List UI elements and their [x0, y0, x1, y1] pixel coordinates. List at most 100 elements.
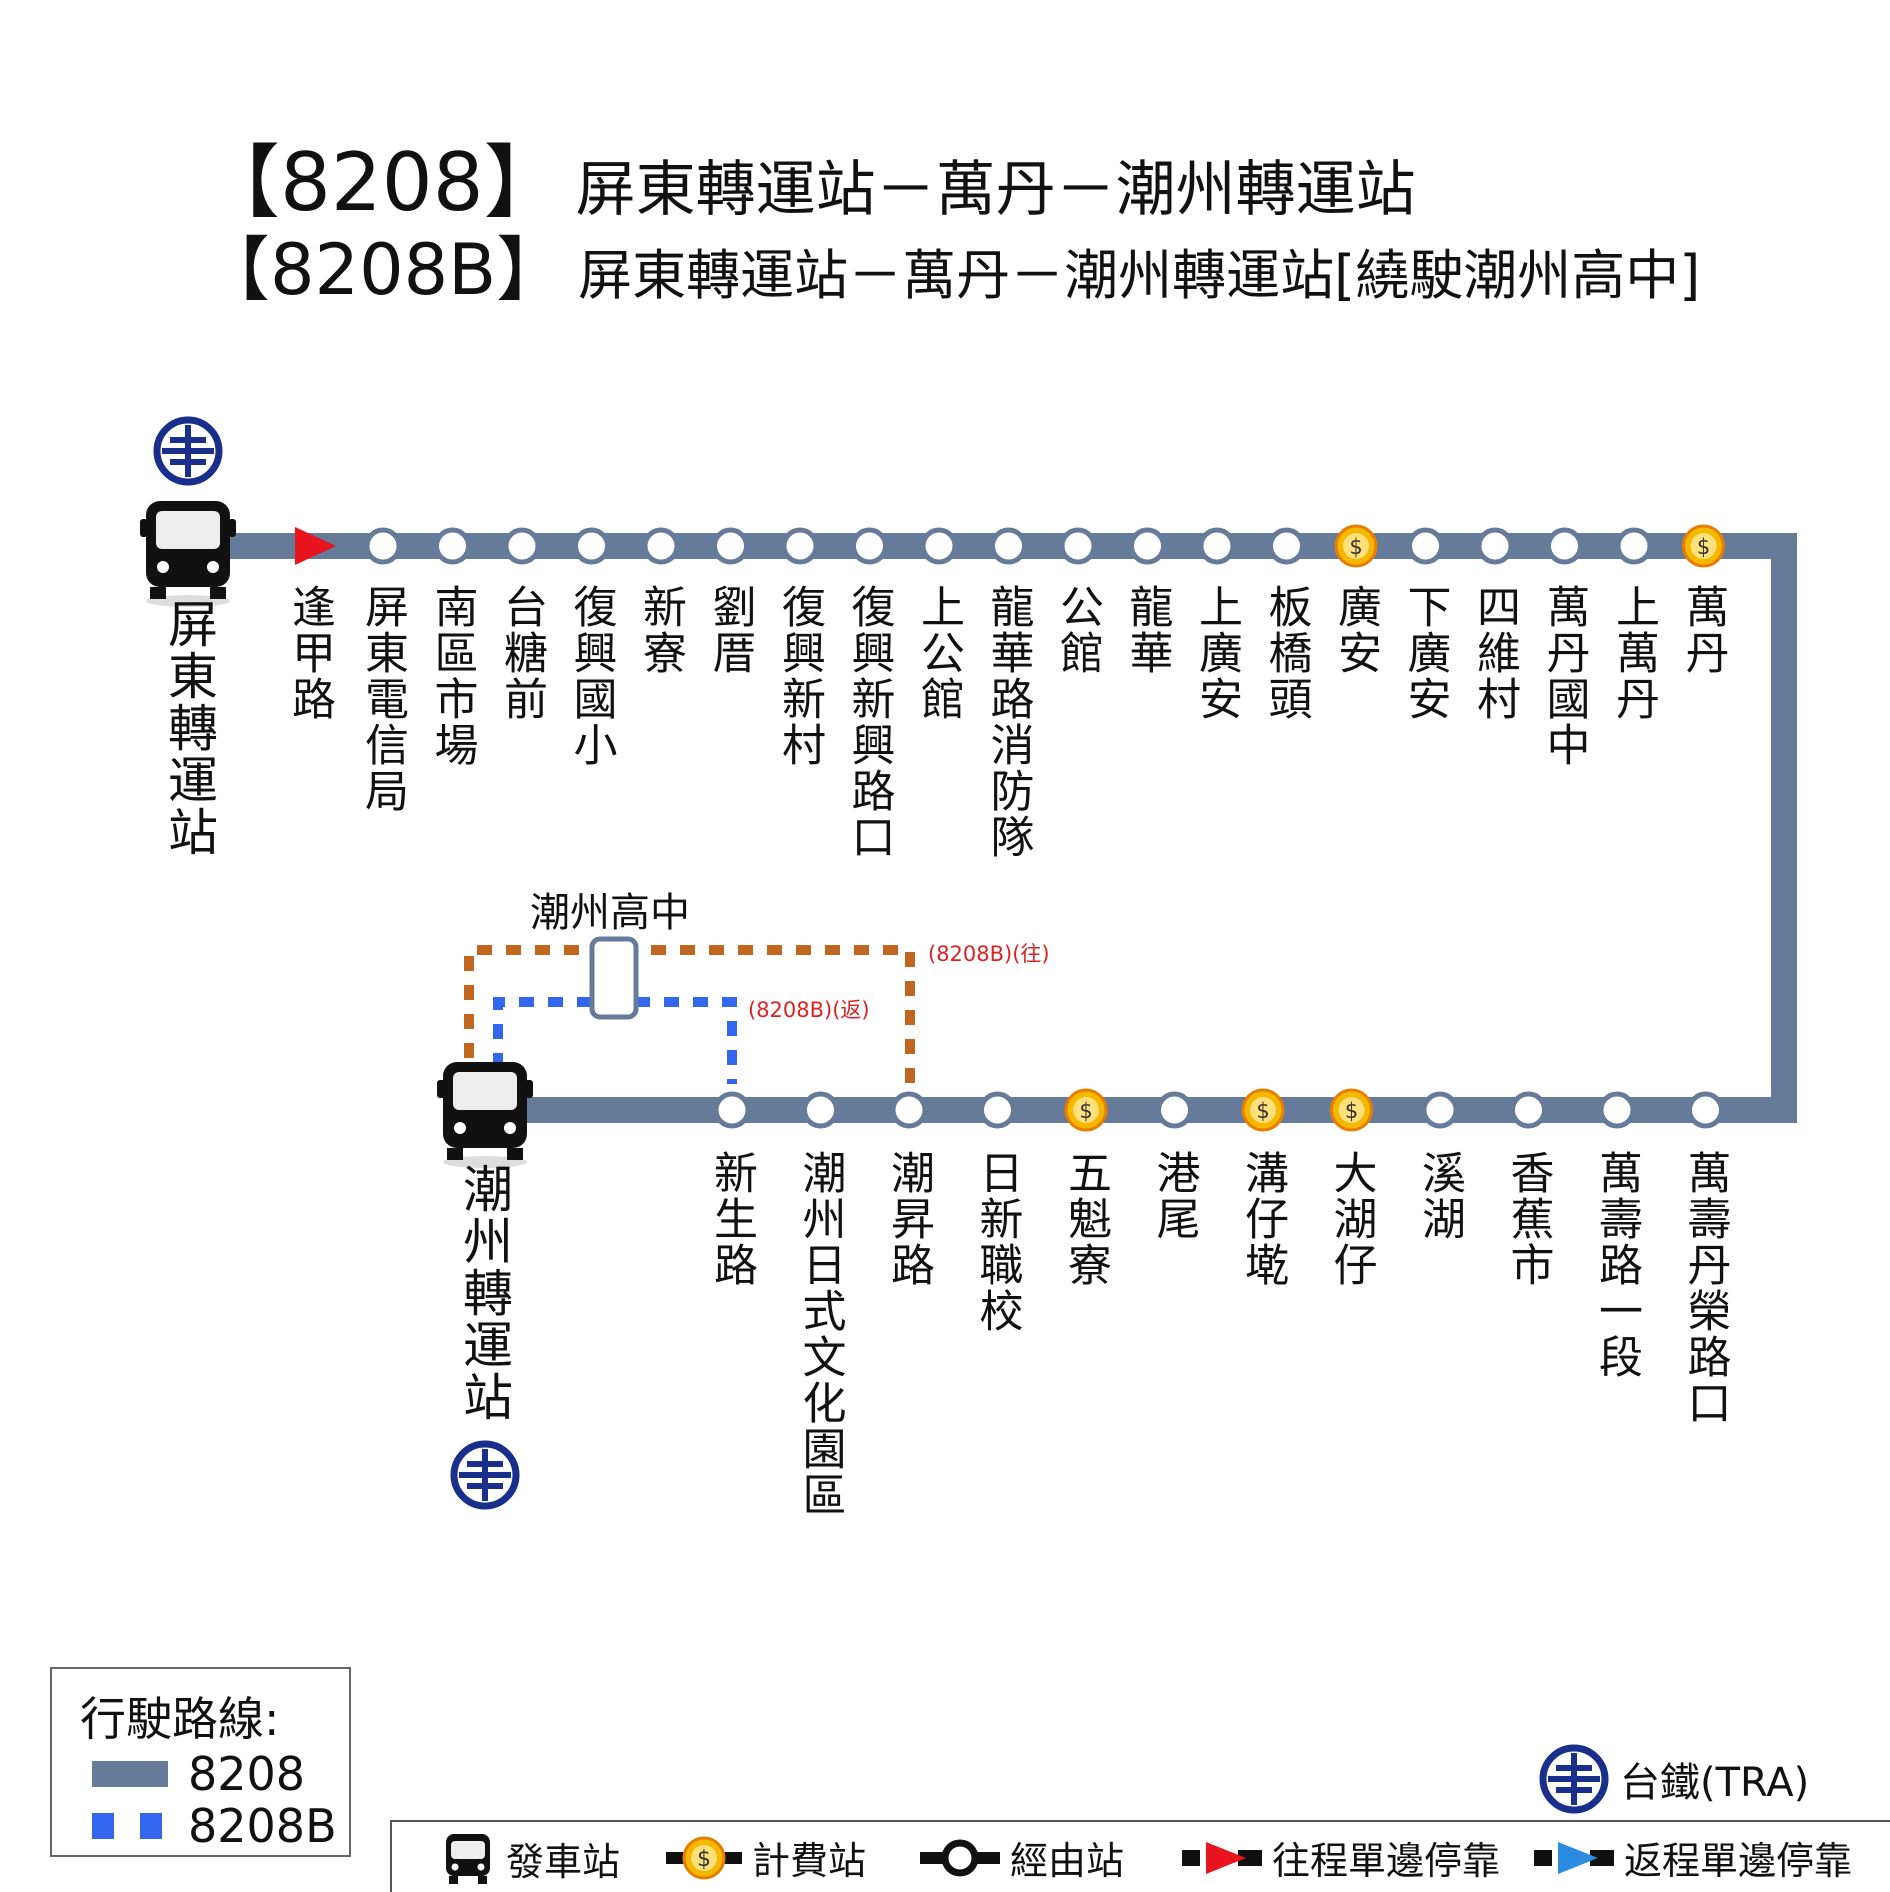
- stop-marker: [713, 1091, 751, 1129]
- stop-label: 港尾: [1148, 1150, 1200, 1242]
- stop-label: 台糖前: [496, 584, 547, 722]
- key-via-label: 經由站: [1010, 1839, 1125, 1883]
- return-arrow-icon: [1534, 1841, 1614, 1874]
- stop-label: 溪湖: [1414, 1150, 1465, 1242]
- branch-return-note: (8208B)(返): [748, 998, 870, 1022]
- stop-label: 龍華: [1121, 584, 1173, 676]
- fare-stop-marker: $: [1241, 1088, 1285, 1132]
- tra-logo-icon: [1539, 1744, 1609, 1814]
- key-via: 經由站: [920, 1830, 1124, 1885]
- legend-label-8208b: 8208B: [188, 1799, 337, 1853]
- tra-logo-icon: [153, 416, 223, 486]
- svg-text:$: $: [1349, 535, 1362, 559]
- legend-label-8208: 8208: [188, 1747, 306, 1801]
- stop-marker: [1510, 1091, 1547, 1129]
- stop-label: 逢甲路: [284, 584, 335, 722]
- legend-row-8208: 8208: [92, 1747, 305, 1801]
- stop-label: 板橋頭: [1260, 584, 1312, 722]
- stop-marker: [1687, 1091, 1724, 1129]
- terminal-icons: [140, 416, 533, 1510]
- stop-marker: [434, 527, 471, 565]
- tra-label: 台鐵(TRA): [1620, 1760, 1810, 1806]
- bus-icon: [140, 501, 236, 607]
- stop-label: 下廣安: [1399, 584, 1451, 722]
- key-depot-label: 發車站: [506, 1839, 621, 1884]
- stop-label: 日新職校: [971, 1150, 1023, 1334]
- bus-icon: [446, 1834, 490, 1884]
- stop-marker: [890, 1091, 928, 1129]
- stop-label: 大湖仔: [1325, 1150, 1377, 1288]
- stop-marker: [979, 1091, 1016, 1129]
- stop-label: 復興新村: [774, 584, 825, 768]
- stop-label: 廣安: [1330, 584, 1381, 676]
- stop-label: 萬丹國中: [1538, 584, 1590, 768]
- stop-marker: [712, 527, 749, 565]
- stop-label: 上廣安: [1191, 584, 1242, 722]
- key-return: 返程單邊停靠: [1534, 1830, 1852, 1885]
- key-outbound: 往程單邊停靠: [1182, 1830, 1500, 1885]
- branch-outbound-line: [464, 945, 915, 1084]
- stop-marker: [1156, 1091, 1193, 1129]
- stop-label: 上公館: [913, 584, 964, 722]
- stop-marker: [364, 527, 402, 565]
- legend: 行駛路線: 8208 8208B: [50, 1667, 351, 1857]
- stop-markers: $$$$$: [295, 524, 1725, 1132]
- tra-legend: 台鐵(TRA): [1538, 1743, 1809, 1815]
- stop-label: 四維村: [1469, 584, 1520, 722]
- stop-label: 屏東電信局: [357, 584, 408, 814]
- stop-marker: [573, 527, 610, 565]
- stop-marker: [642, 527, 680, 565]
- stop-label: 復興新興路口: [843, 584, 895, 860]
- title-8208b: 【8208B】屏東轉運站－萬丹－潮州轉運站[繞駛潮州高中]: [200, 214, 1700, 315]
- stop-label: 五魁寮: [1060, 1150, 1111, 1288]
- key-outbound-label: 往程單邊停靠: [1272, 1839, 1501, 1883]
- symbol-key: 發車站 $ 計費站 經由站 往程單邊停靠 返程單邊停靠: [390, 1820, 1890, 1892]
- fare-stop-marker: $: [1064, 1088, 1108, 1132]
- terminal-end-label: 潮州轉運站: [455, 1163, 513, 1423]
- svg-text:$: $: [697, 1847, 711, 1872]
- tra-logo-icon: [450, 1440, 520, 1510]
- stop-marker: [1598, 1091, 1636, 1129]
- stop-marker: [1198, 527, 1236, 565]
- route-code-8208b: 【8208B】: [200, 229, 567, 311]
- key-fare-label: 計費站: [752, 1839, 867, 1883]
- stop-marker: [1421, 1091, 1459, 1129]
- legend-title: 行駛路線:: [80, 1692, 280, 1746]
- stop-label: 公館: [1052, 584, 1103, 676]
- stop-marker: [1476, 527, 1514, 565]
- legend-row-8208b: 8208B: [92, 1799, 337, 1853]
- fare-stop-marker: $: [1330, 1088, 1373, 1132]
- stop-marker: [503, 527, 541, 565]
- svg-text:$: $: [1345, 1099, 1358, 1123]
- fare-stop-marker: $: [1334, 524, 1378, 568]
- stop-marker: [1546, 527, 1583, 565]
- stop-marker: [1615, 527, 1653, 565]
- stop-label: 萬壽路一段: [1591, 1150, 1642, 1380]
- key-fare: $ 計費站: [666, 1830, 866, 1885]
- stop-label: 潮昇路: [883, 1150, 934, 1288]
- route-line-swatch: [92, 1761, 168, 1787]
- stop-label: 復興國小: [565, 584, 617, 768]
- route-code-8208: 【8208】: [200, 136, 564, 229]
- branch-stop-marker: [589, 936, 639, 1020]
- stop-label: 劉厝: [704, 584, 756, 676]
- stop-label: 潮州日式文化園區: [794, 1150, 846, 1518]
- stop-marker: [1407, 527, 1444, 565]
- stop-marker: [990, 527, 1027, 565]
- stop-label: 南區市場: [426, 584, 478, 768]
- stop-label: 萬丹: [1677, 584, 1729, 676]
- stop-marker: [1268, 527, 1305, 565]
- stop-label: 上萬丹: [1608, 584, 1659, 722]
- circle-stop-icon: [920, 1839, 1000, 1876]
- bus-icon: [437, 1062, 533, 1168]
- stop-marker: [1129, 527, 1166, 565]
- route-desc-8208b: 屏東轉運站－萬丹－潮州轉運站[繞駛潮州高中]: [578, 244, 1701, 307]
- outbound-arrow-icon: [1182, 1841, 1262, 1874]
- stop-marker: [920, 527, 958, 565]
- key-return-label: 返程單邊停靠: [1624, 1839, 1853, 1883]
- branch-lines: [464, 936, 915, 1084]
- stop-marker: [802, 1091, 839, 1129]
- stop-label: 溝仔墘: [1237, 1150, 1288, 1288]
- key-depot: 發車站: [440, 1830, 620, 1886]
